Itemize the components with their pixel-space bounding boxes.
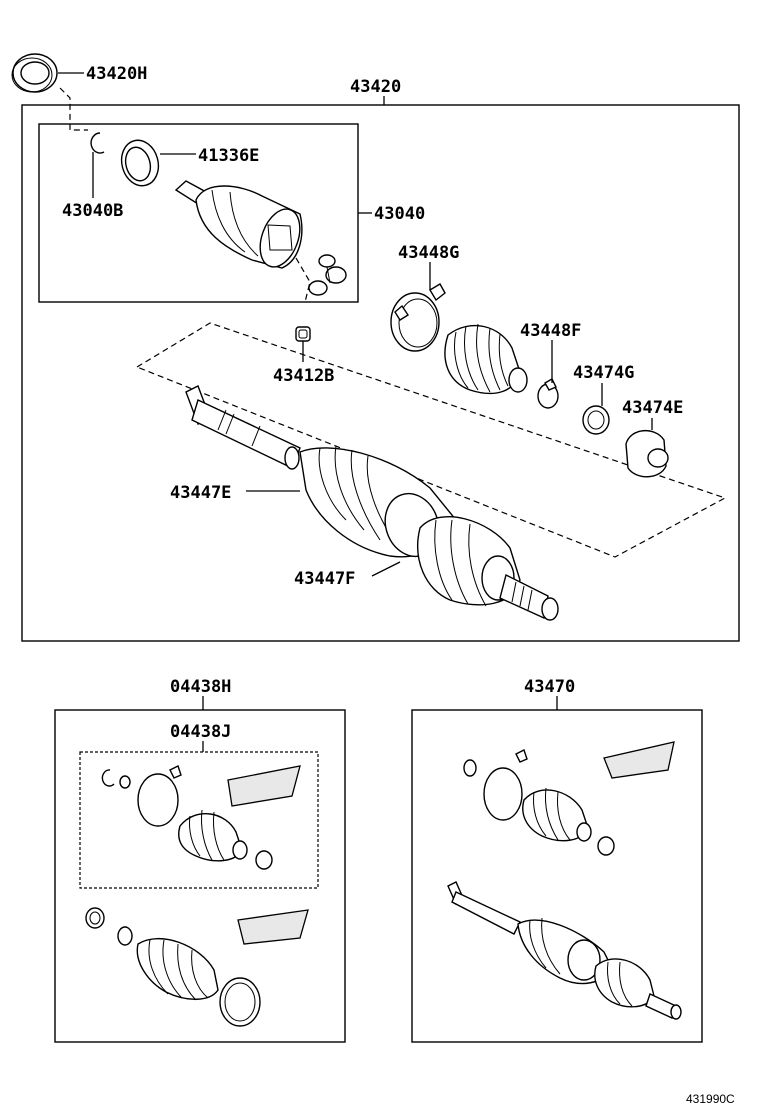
kit-43470-frame (411, 709, 703, 1043)
label-41336E: 41336E (198, 146, 259, 166)
drawing-number: 431990C (686, 1092, 735, 1106)
label-43420H: 43420H (86, 64, 147, 84)
label-43448F: 43448F (520, 321, 581, 341)
kit-04438H-frame (54, 709, 346, 1043)
assembly-43420-frame (21, 104, 740, 642)
label-43474G: 43474G (573, 363, 634, 383)
label-04438J: 04438J (170, 722, 231, 742)
label-43420: 43420 (350, 77, 401, 97)
snap-ring-43040B (90, 132, 105, 154)
kit-43470-parts (447, 741, 682, 1020)
label-43412B: 43412B (273, 366, 334, 386)
ring-43412B (295, 326, 311, 342)
ring-43474G (582, 405, 610, 435)
inner-boot (444, 323, 528, 395)
tripod-spider (295, 254, 347, 303)
kit-04438J-frame (79, 751, 319, 889)
clamp-43448F (537, 378, 559, 409)
label-43470: 43470 (524, 677, 575, 697)
label-43447E: 43447E (170, 483, 231, 503)
kit-dashed-region (135, 322, 727, 558)
label-43447F: 43447F (294, 569, 355, 589)
label-43040: 43040 (374, 204, 425, 224)
damper-43474E (625, 430, 669, 478)
drive-shaft (185, 385, 559, 621)
kit-04438J-parts (101, 765, 301, 870)
label-43448G: 43448G (398, 243, 459, 263)
label-43040B: 43040B (62, 201, 123, 221)
clamp-43448G (390, 283, 446, 352)
outer-joint-43040 (174, 180, 303, 269)
ring-41336E (120, 139, 160, 187)
label-04438H: 04438H (170, 677, 231, 697)
kit-04438H-parts (85, 907, 309, 1027)
oil-seal-43420H (11, 53, 58, 93)
label-43474E: 43474E (622, 398, 683, 418)
